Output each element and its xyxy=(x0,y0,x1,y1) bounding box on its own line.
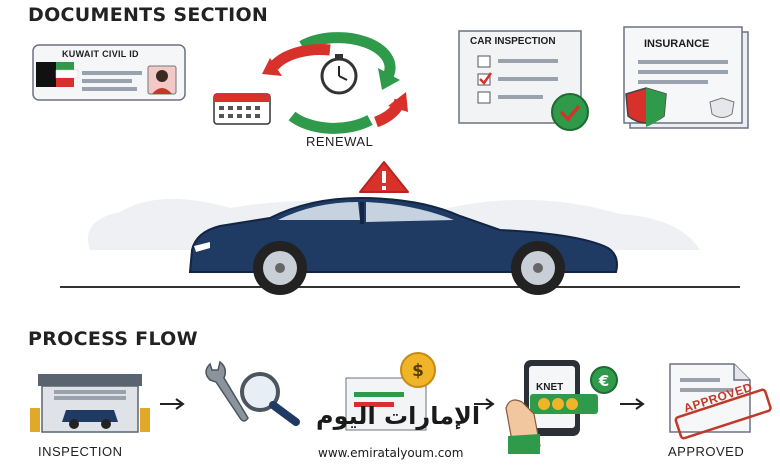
car-inspection-doc: CAR INSPECTION xyxy=(458,30,600,131)
documents-section-heading: DOCUMENTS SECTION xyxy=(28,4,269,26)
arrow-right-icon xyxy=(474,398,495,410)
civil-id-card-graphic xyxy=(32,44,186,101)
arrow-right-icon xyxy=(620,398,645,410)
renewal-cycle: RENEWAL xyxy=(210,28,420,156)
renewal-cycle-graphic xyxy=(213,32,408,134)
phone-payment-icon: € xyxy=(505,360,618,454)
arrow-right-icon xyxy=(160,398,185,410)
svg-text:€: € xyxy=(598,372,609,390)
civil-id-title: KUWAIT CIVIL ID xyxy=(62,49,139,59)
warning-icon xyxy=(359,161,409,193)
civil-id-card: KUWAIT CIVIL ID xyxy=(32,44,188,102)
approved-document-icon xyxy=(669,363,772,440)
renewal-label: RENEWAL xyxy=(306,134,374,149)
car-inspection-title: CAR INSPECTION xyxy=(470,36,556,47)
car-inspection-graphic xyxy=(458,30,589,131)
sedan-car-illustration xyxy=(60,196,740,295)
dollar-coin-icon: $ xyxy=(345,352,436,431)
phone-payment-step: € KNET xyxy=(500,356,626,456)
garage-car-icon xyxy=(30,374,150,433)
insurance-doc: INSURANCE xyxy=(618,24,758,134)
watermark-arabic: الإمارات اليوم xyxy=(316,402,481,430)
process-flow-heading: PROCESS FLOW xyxy=(28,328,198,350)
step-inspection-label: INSPECTION xyxy=(38,444,123,459)
insurance-title: INSURANCE xyxy=(644,38,710,50)
watermark-url: www.emiratalyoum.com xyxy=(318,446,464,460)
wrench-magnifier-icon xyxy=(205,360,300,426)
approved-document: APPROVED xyxy=(660,362,772,440)
svg-text:$: $ xyxy=(412,361,424,381)
step-approved-label: APPROVED xyxy=(668,444,745,459)
knet-label: KNET xyxy=(536,382,564,393)
insurance-graphic xyxy=(623,26,749,129)
